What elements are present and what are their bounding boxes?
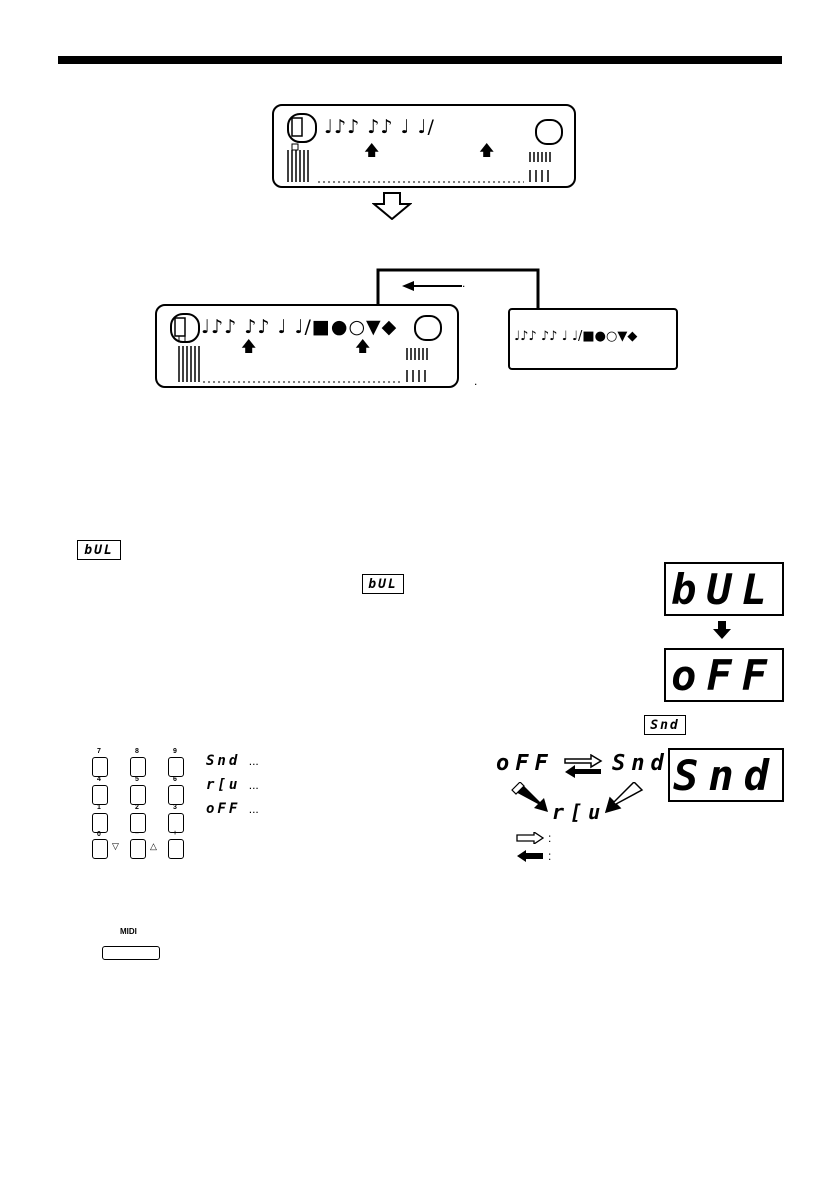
key-label: – [135, 830, 139, 837]
header-rule [58, 56, 782, 64]
key-7[interactable] [92, 757, 108, 777]
keyboard-illustration-bottom [170, 313, 442, 383]
legend-colon: : [548, 849, 552, 863]
key-2[interactable] [130, 813, 146, 833]
inline-lcd-snd: Snd [644, 715, 686, 735]
mode-code: Snd [206, 753, 241, 769]
key-8[interactable] [130, 757, 146, 777]
mode-dots: ... [248, 754, 259, 768]
key-3[interactable] [168, 813, 184, 833]
up-arrow-icon: 🡅 [241, 337, 257, 355]
cycle-snd: Snd [612, 751, 670, 776]
key-plus[interactable] [168, 839, 184, 859]
callout-box: ♩♪♪ ♪♪ ♩ ♩/■●○▼◆ [508, 308, 678, 370]
mode-list-item: r[u ... [206, 776, 259, 800]
inline-lcd-bul: bUL [77, 540, 121, 560]
mode-code: oFF [206, 801, 241, 817]
key-label: 3 [173, 804, 177, 811]
legend-colon: : [548, 831, 552, 845]
mode-dots: ... [248, 802, 259, 816]
mode-list-item: oFF ... [206, 800, 259, 824]
mode-dots: ... [248, 778, 259, 792]
keyboard-diagram-top: ♩♪♪ ♪♪ ♩ ♩/ 🡅 🡅 [272, 104, 576, 188]
down-triangle-icon: ▽ [112, 841, 119, 851]
note-symbols-bottom: ♩♪♪ ♪♪ ♩ ♩/■●○▼◆ [201, 316, 398, 338]
swap-arrows-icon [564, 754, 603, 778]
note-symbols-top: ♩♪♪ ♪♪ ♩ ♩/ [324, 116, 435, 138]
down-arrow-icon [713, 621, 731, 639]
mode-list: Snd ... r[u ... oFF ... [206, 752, 259, 824]
display-snd: Snd [668, 748, 784, 802]
up-arrow-icon: 🡅 [364, 141, 380, 159]
cycle-rcu: r[u [552, 800, 607, 824]
small-dot-mark: . [462, 276, 466, 290]
key-6[interactable] [168, 785, 184, 805]
key-4[interactable] [92, 785, 108, 805]
key-label: 1 [97, 804, 101, 811]
keyboard-diagram-bottom: ♩♪♪ ♪♪ ♩ ♩/■●○▼◆ 🡅 🡅 [155, 304, 459, 388]
midi-label: MIDI [120, 927, 137, 936]
display-bul: bUL [664, 562, 784, 616]
key-minus[interactable] [130, 839, 146, 859]
midi-button[interactable] [102, 946, 160, 960]
up-triangle-icon: △ [150, 841, 157, 851]
inline-lcd-bul: bUL [362, 574, 404, 594]
key-5[interactable] [130, 785, 146, 805]
key-label: 5 [135, 776, 139, 783]
key-label: 2 [135, 804, 139, 811]
numeric-keypad: 7 8 9 4 5 6 1 2 3 0 – + ▽ △ [88, 748, 188, 859]
diagonal-arrow-right-icon [604, 782, 644, 814]
small-dot-mark: . [474, 374, 478, 388]
up-arrow-icon: 🡅 [355, 337, 371, 355]
solid-left-arrow-icon [517, 850, 543, 862]
down-arrow-hollow-icon [372, 192, 412, 220]
key-0[interactable] [92, 839, 108, 859]
up-arrow-icon: 🡅 [479, 141, 495, 159]
mode-code: r[u [206, 777, 241, 793]
key-9[interactable] [168, 757, 184, 777]
mode-list-item: Snd ... [206, 752, 259, 776]
key-label: + [172, 830, 178, 837]
cycle-off: oFF [496, 751, 554, 776]
key-label: 6 [173, 776, 177, 783]
key-label: 0 [97, 831, 101, 838]
key-label: 4 [97, 776, 101, 783]
diagonal-arrow-left-icon [511, 782, 548, 812]
key-label: 9 [173, 748, 177, 755]
display-off: oFF [664, 648, 784, 702]
feedback-arrow-line [376, 268, 540, 310]
key-label: 8 [135, 748, 139, 755]
keyboard-illustration-top [287, 113, 563, 183]
key-label: 7 [97, 748, 101, 755]
callout-notes: ♩♪♪ ♪♪ ♩ ♩/■●○▼◆ [514, 329, 638, 344]
key-1[interactable] [92, 813, 108, 833]
hollow-right-arrow-icon [516, 832, 544, 844]
